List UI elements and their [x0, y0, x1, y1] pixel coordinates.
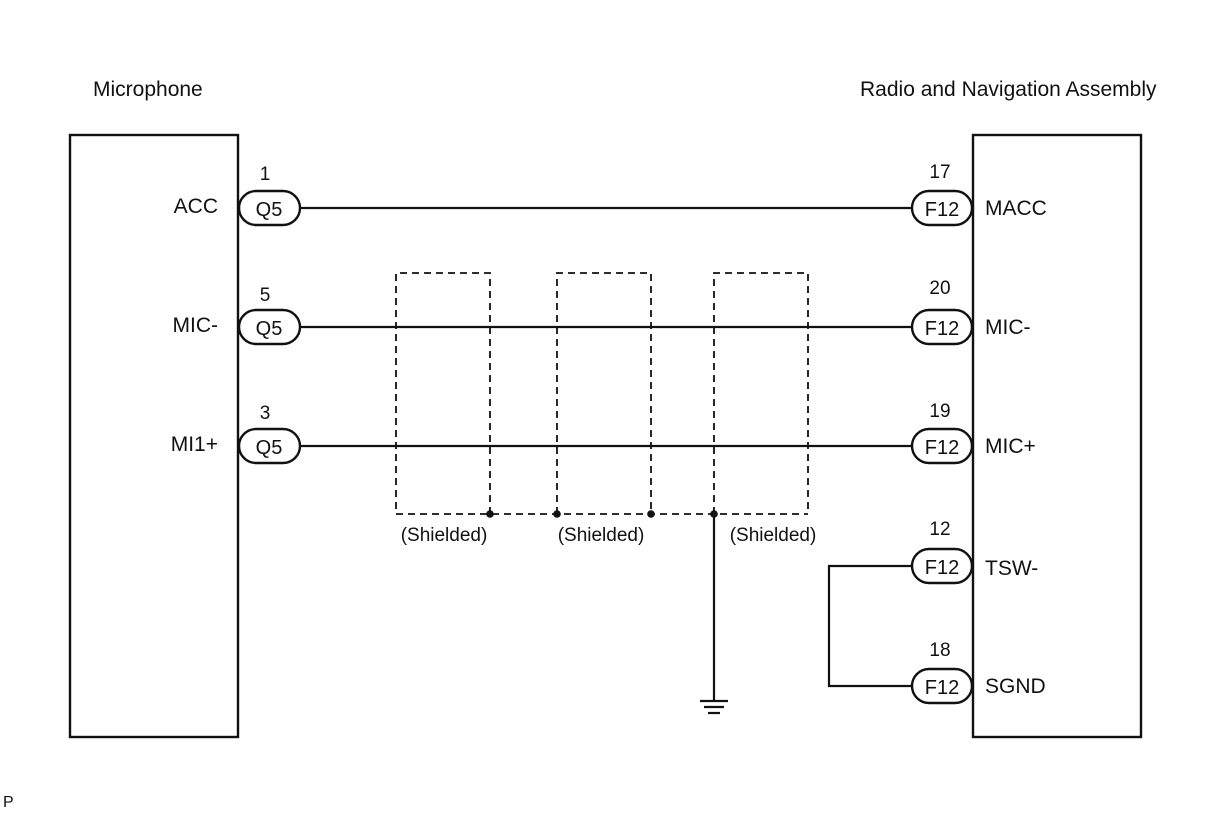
- connector-pill: [237, 189, 302, 227]
- left-signal-label: MIC-: [173, 314, 219, 337]
- shield-1-label: (Shielded): [401, 525, 488, 546]
- left-pin-number: 5: [260, 285, 271, 306]
- microphone-box: [68, 133, 240, 739]
- right-signal-label: MIC+: [985, 435, 1036, 458]
- right-signal-label: MIC-: [985, 316, 1031, 339]
- left-pin-mic-minus: MIC- 5 Q5: [173, 285, 302, 346]
- wire-tsw-sgnd-jumper: [827, 564, 912, 688]
- connector-pill: [910, 189, 974, 227]
- shield-1: [395, 272, 491, 514]
- shield-3-outline: [713, 272, 809, 514]
- right-connector-label: F12: [925, 318, 959, 340]
- connector-pill: [910, 547, 974, 585]
- shield-3-label: (Shielded): [730, 525, 817, 546]
- shield-2-outline: [556, 272, 652, 514]
- shield-junction-dot: [486, 510, 494, 518]
- left-pin-number: 3: [260, 403, 271, 424]
- radio-navigation-box: [971, 133, 1143, 739]
- connector-pill: [910, 667, 974, 705]
- footer-mark: P: [3, 794, 14, 811]
- left-pin-mi1-plus: MI1+ 3 Q5: [171, 403, 302, 465]
- left-connector-label: Q5: [256, 437, 283, 459]
- shield-2-label: (Shielded): [558, 525, 645, 546]
- shield-junction-dot: [553, 510, 561, 518]
- right-pin-sgnd: 18 F12 SGND: [910, 640, 1046, 705]
- right-pin-number: 17: [929, 162, 950, 183]
- right-connector-label: F12: [925, 557, 959, 579]
- shield-1-outline: [395, 272, 491, 514]
- right-connector-label: F12: [925, 677, 959, 699]
- left-connector-label: Q5: [256, 199, 283, 221]
- microphone-title: Microphone: [93, 78, 203, 101]
- ground-icon: [700, 699, 728, 715]
- right-signal-label: MACC: [985, 197, 1047, 220]
- shield-junction-dot: [647, 510, 655, 518]
- left-signal-label: MI1+: [171, 433, 218, 456]
- shield-3: [713, 272, 809, 514]
- right-pin-number: 20: [929, 278, 950, 299]
- right-pin-macc: 17 F12 MACC: [910, 162, 1047, 227]
- left-signal-label: ACC: [174, 195, 218, 218]
- left-pin-acc: ACC 1 Q5: [174, 164, 302, 227]
- right-pin-number: 19: [929, 401, 950, 422]
- shield-2: [556, 272, 652, 514]
- connector-pill: [910, 427, 974, 465]
- right-pin-number: 12: [929, 519, 950, 540]
- right-connector-label: F12: [925, 437, 959, 459]
- left-connector-label: Q5: [256, 318, 283, 340]
- left-pin-number: 1: [260, 164, 271, 185]
- right-pin-number: 18: [929, 640, 950, 661]
- right-pin-tsw-minus: 12 F12 TSW-: [910, 519, 1038, 585]
- connector-pill: [237, 427, 302, 465]
- connector-pill: [910, 308, 974, 346]
- right-pin-mic-plus: 19 F12 MIC+: [910, 401, 1036, 465]
- right-signal-label: TSW-: [985, 557, 1038, 580]
- right-signal-label: SGND: [985, 675, 1046, 698]
- right-connector-label: F12: [925, 199, 959, 221]
- radio-navigation-title: Radio and Navigation Assembly: [860, 78, 1157, 101]
- connector-pill: [237, 308, 302, 346]
- right-pin-mic-minus: 20 F12 MIC-: [910, 278, 1031, 346]
